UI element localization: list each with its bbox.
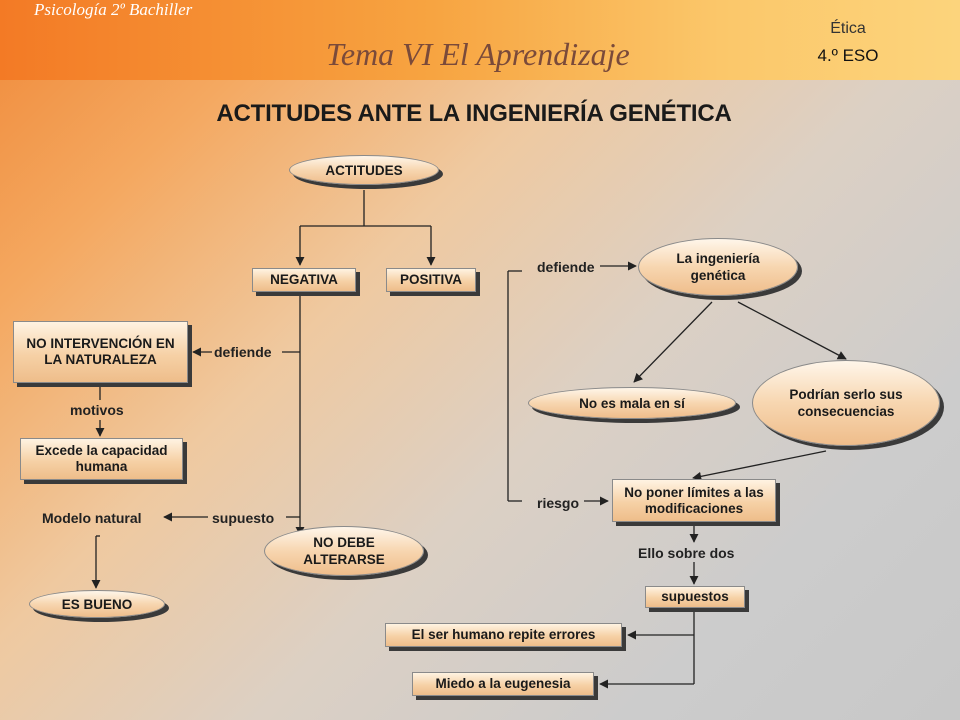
node-repite: El ser humano repite errores (385, 623, 622, 647)
node-podrian: Podrían serlo sus consecuencias (752, 360, 940, 446)
label-defiende-left: defiende (214, 344, 272, 360)
node-no-poner: No poner límites a las modificaciones (612, 479, 776, 522)
label-modelo-natural: Modelo natural (42, 510, 142, 526)
label-motivos: motivos (70, 402, 124, 418)
node-actitudes: ACTITUDES (289, 155, 439, 185)
node-no-mala: No es mala en sí (528, 387, 736, 419)
node-miedo: Miedo a la eugenesia (412, 672, 594, 696)
node-ingenieria: La ingeniería genética (638, 238, 798, 296)
node-no-intervencion: NO INTERVENCIÓN EN LA NATURALEZA (13, 321, 188, 383)
label-ello: Ello sobre dos (638, 545, 735, 561)
header-bar: Psicología 2º Bachiller Tema VI El Apren… (0, 0, 960, 80)
label-defiende-right: defiende (537, 259, 595, 275)
subject-label: Ética (830, 20, 866, 37)
node-no-debe: NO DEBE ALTERARSE (264, 526, 424, 576)
node-es-bueno: ES BUENO (29, 590, 165, 618)
course-label: Psicología 2º Bachiller (34, 0, 193, 19)
topic-title: Tema VI El Aprendizaje (326, 36, 630, 72)
page-title: ACTITUDES ANTE LA INGENIERÍA GENÉTICA (216, 100, 732, 127)
node-excede: Excede la capacidad humana (20, 438, 183, 480)
node-positiva: POSITIVA (386, 268, 476, 292)
level-label: 4.º ESO (817, 46, 879, 65)
node-supuestos: supuestos (645, 586, 745, 608)
node-negativa: NEGATIVA (252, 268, 356, 292)
label-riesgo: riesgo (537, 495, 580, 511)
label-supuesto: supuesto (212, 510, 275, 526)
